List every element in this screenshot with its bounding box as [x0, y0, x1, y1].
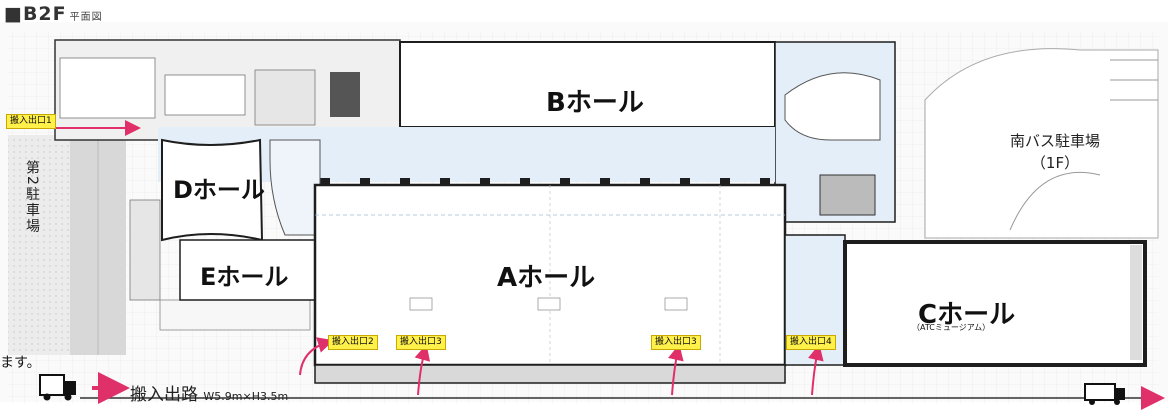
- truck-icon: [39, 374, 76, 401]
- d-hall-label: Dホール: [173, 176, 265, 204]
- truncated-text: ます。: [0, 355, 41, 371]
- entrance-1-label: 搬入出口1: [6, 114, 56, 129]
- a-hall-area: [313, 183, 787, 367]
- south-bus-parking: [924, 48, 1159, 239]
- e-hall-area: [179, 239, 316, 301]
- south-bus-parking-name: 南バス駐車場: [1010, 132, 1101, 150]
- route-label: 搬入出路 W5.9m×H3.5m: [130, 380, 288, 405]
- c-hall-area: [843, 240, 1147, 367]
- south-bus-parking-label: 南バス駐車場 （1F）: [1010, 130, 1100, 174]
- entrance-arrow-icon: [668, 344, 684, 396]
- c-hall-sublabel: （ATCミュージアム）: [912, 323, 991, 332]
- entrance-3b-label: 搬入出口3: [651, 335, 701, 350]
- entrance-arrow-icon: [414, 344, 431, 396]
- e-hall-label: Eホール: [200, 263, 289, 291]
- c-hall-label: Cホール: [918, 300, 1016, 330]
- lot2-label: 第2駐車場: [24, 160, 40, 235]
- entrance-3a-label: 搬入出口3: [396, 335, 446, 350]
- route-name: 搬入出路: [130, 385, 198, 405]
- south-bus-parking-floor: （1F）: [1030, 154, 1080, 172]
- service-building: [54, 39, 401, 331]
- entrance-arrow-icon: [299, 337, 334, 376]
- truck-icon: [1084, 383, 1125, 405]
- b-hall-label: Bホール: [546, 88, 644, 118]
- a-hall-label: Aホール: [497, 263, 596, 293]
- entrance-2-label: 搬入出口2: [328, 335, 378, 350]
- route-dimensions: W5.9m×H3.5m: [203, 390, 289, 403]
- b-hall-area: [399, 41, 896, 223]
- floor-sub: 平面図: [69, 12, 103, 23]
- west-parking-lot: [8, 135, 126, 355]
- entrance-arrow-icon: [808, 344, 824, 396]
- entrance-4-label: 搬入出口4: [786, 335, 836, 350]
- floor-name: ■B2F: [4, 3, 67, 25]
- d-hall-area: [161, 138, 321, 242]
